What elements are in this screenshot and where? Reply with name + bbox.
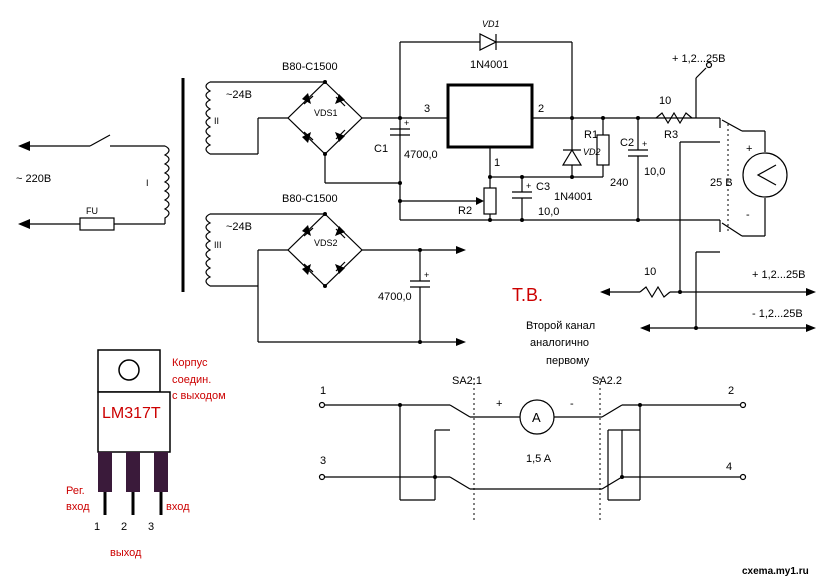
svg-text:Второй канал: Второй канал (526, 320, 595, 332)
svg-text:SA2.1: SA2.1 (452, 375, 482, 387)
svg-text:B80-C1500: B80-C1500 (282, 61, 338, 73)
svg-text:2: 2 (538, 103, 544, 115)
capacitor-c4: + 4700,0 (378, 248, 430, 344)
svg-text:VD1: VD1 (482, 19, 500, 29)
secondary-winding-3: ~24В III (205, 213, 252, 287)
svg-text:вход: вход (66, 501, 90, 513)
svg-text:A: A (532, 410, 541, 425)
svg-text:+ 1,2...25В: + 1,2...25В (672, 53, 726, 65)
svg-text:VDS1: VDS1 (314, 108, 338, 118)
svg-text:первому: первому (546, 355, 590, 367)
svg-text:2: 2 (728, 385, 734, 397)
svg-text:1N4001: 1N4001 (470, 59, 509, 71)
svg-text:- 1,2...25В: - 1,2...25В (752, 308, 803, 320)
mains-input: ~ 220В FU I (16, 134, 170, 231)
svg-text:+: + (642, 139, 647, 149)
svg-text:-: - (570, 398, 574, 410)
svg-text:вход: вход (166, 501, 190, 513)
svg-text:C3: C3 (536, 181, 550, 193)
capacitor-c2: + C2 10,0 (620, 116, 665, 222)
svg-text:4700,0: 4700,0 (404, 149, 438, 161)
svg-text:1,5 A: 1,5 A (526, 453, 552, 465)
svg-text:с выходом: с выходом (172, 390, 226, 402)
svg-text:3: 3 (148, 521, 154, 533)
svg-text:SA2.2: SA2.2 (592, 375, 622, 387)
secondary-winding-2: ~24В II (205, 81, 252, 155)
svg-text:C2: C2 (620, 137, 634, 149)
svg-text:VD2: VD2 (583, 147, 601, 157)
lm317-regulator: 3 2 1 (400, 83, 720, 188)
svg-text:1N4001: 1N4001 (554, 191, 593, 203)
output-terminals: 10 + 1,2...25В - 1,2...25В (600, 266, 816, 332)
svg-text:10,0: 10,0 (538, 206, 559, 218)
svg-text:VDS2: VDS2 (314, 238, 338, 248)
svg-text:1: 1 (494, 157, 500, 169)
svg-text:1: 1 (320, 385, 326, 397)
svg-text:+: + (526, 181, 531, 191)
svg-text:1: 1 (94, 521, 100, 533)
voltmeter: 25 В + - (710, 143, 788, 221)
svg-text:аналогично: аналогично (530, 337, 589, 349)
svg-text:+ 1,2...25В: + 1,2...25В (752, 269, 806, 281)
svg-text:4: 4 (726, 461, 732, 473)
resistor-r3: 10 R3 (655, 95, 693, 141)
svg-text:соедин.: соедин. (172, 374, 211, 386)
lm317t-package: LM317T 1 2 3 Корпус соедин. с выходом Ре… (66, 349, 226, 559)
svg-text:25 В: 25 В (710, 177, 733, 189)
svg-text:10: 10 (659, 95, 671, 107)
svg-text:R1: R1 (584, 129, 598, 141)
svg-text:R2: R2 (458, 205, 472, 217)
svg-text:C1: C1 (374, 143, 388, 155)
author-initials: Т.В. (512, 285, 543, 305)
capacitor-c3: + C3 10,0 (512, 175, 559, 222)
svg-text:LM317T: LM317T (102, 405, 161, 422)
svg-text:~24В: ~24В (226, 221, 252, 233)
capacitor-c1: + C1 4700,0 (374, 116, 438, 161)
resistor-r2: R2 (458, 187, 497, 222)
svg-text:II: II (214, 116, 219, 126)
svg-text:+: + (496, 398, 502, 410)
svg-text:10: 10 (644, 266, 656, 278)
bridge-vds1: B80-C1500 VDS1 (210, 61, 400, 183)
svg-text:выход: выход (110, 547, 142, 559)
mains-voltage-label: ~ 220В (16, 173, 51, 185)
svg-text:B80-C1500: B80-C1500 (282, 193, 338, 205)
resistor-r1: R1 240 (572, 116, 628, 189)
svg-text:R3: R3 (664, 129, 678, 141)
svg-text:Корпус: Корпус (172, 357, 208, 369)
svg-text:+: + (424, 270, 429, 280)
diode-vd2: VD2 1N4001 (554, 116, 601, 203)
svg-text:Рег.: Рег. (66, 485, 85, 497)
svg-text:4700,0: 4700,0 (378, 291, 412, 303)
svg-text:2: 2 (121, 521, 127, 533)
svg-text:+: + (404, 118, 409, 128)
svg-text:~24В: ~24В (226, 89, 252, 101)
svg-text:+: + (746, 143, 752, 155)
svg-text:3: 3 (424, 103, 430, 115)
svg-text:240: 240 (610, 177, 628, 189)
svg-text:10,0: 10,0 (644, 166, 665, 178)
svg-text:-: - (746, 209, 750, 221)
svg-text:III: III (214, 240, 222, 250)
voltmeter-switch (679, 118, 766, 328)
site-watermark: cxema.my1.ru (742, 566, 809, 577)
bridge-vds2: B80-C1500 VDS2 (210, 193, 466, 346)
primary-winding-label: I (146, 178, 149, 188)
ammeter-switch-section: 1 A + - 2 1,5 A 3 4 (318, 375, 747, 520)
fuse-label: FU (86, 206, 98, 216)
svg-text:3: 3 (320, 455, 326, 467)
